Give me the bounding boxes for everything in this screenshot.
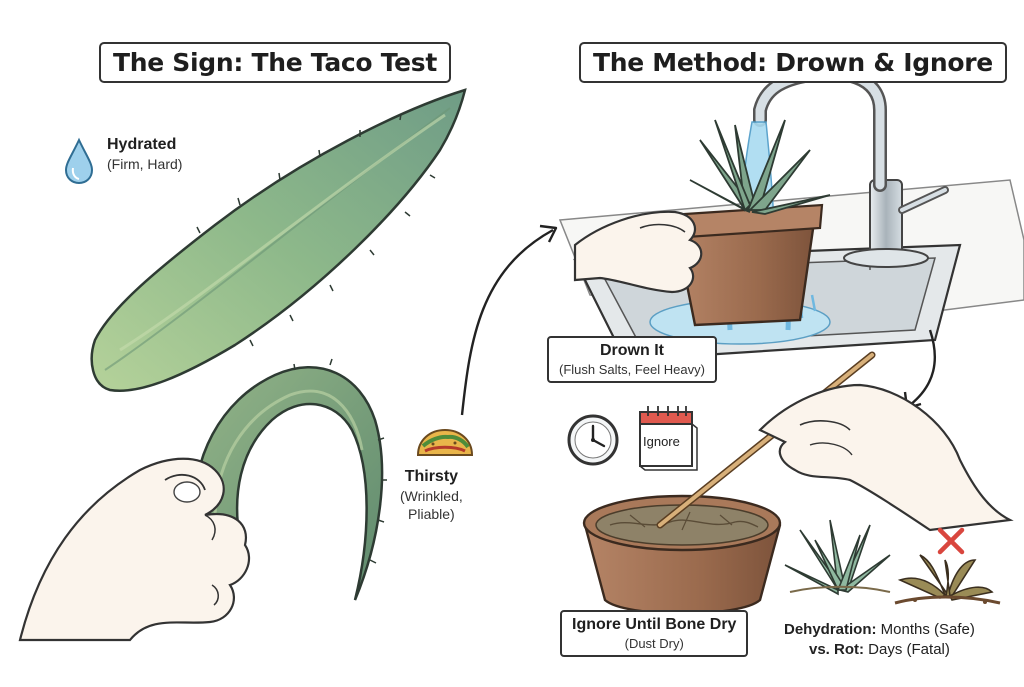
drown-label: Drown It (Flush Salts, Feel Heavy) <box>547 336 717 383</box>
ignore-title: Ignore Until Bone Dry <box>572 616 737 633</box>
right-panel-title: The Method: Drown & Ignore <box>579 42 1007 83</box>
chopstick <box>656 351 876 529</box>
ignore-label: Ignore Until Bone Dry (Dust Dry) <box>560 610 749 657</box>
calendar-label: Ignore <box>643 434 680 449</box>
red-x-icon <box>937 527 965 555</box>
hand-holding-pot <box>573 210 703 294</box>
thirsty-label: Thirsty (Wrinkled, Pliable) <box>400 468 463 522</box>
arrow-to-method <box>460 224 558 416</box>
calendar-icon <box>639 406 698 471</box>
comparison-text: Dehydration: Months (Safe) vs. Rot: Days… <box>784 620 975 660</box>
hydrated-detail: (Firm, Hard) <box>107 156 183 172</box>
left-panel-title: The Sign: The Taco Test <box>99 42 452 83</box>
hydrated-label: Hydrated (Firm, Hard) <box>107 136 182 172</box>
thirsty-title: Thirsty <box>404 468 459 485</box>
hydrated-leaf <box>90 88 467 392</box>
rot-value: Days (Fatal) <box>864 641 950 658</box>
comparison-line-1: Dehydration: Months (Safe) <box>784 620 975 640</box>
drown-detail: (Flush Salts, Feel Heavy) <box>559 362 705 377</box>
plant-pot-under-faucet <box>668 119 831 327</box>
water-drop-icon <box>64 137 94 185</box>
ignore-detail: (Dust Dry) <box>624 636 684 651</box>
thirsty-leaf <box>193 358 387 601</box>
dehydration-label: Dehydration: <box>784 621 877 638</box>
comparison-line-2: vs. Rot: Days (Fatal) <box>784 640 975 660</box>
hydrated-title: Hydrated <box>107 136 177 153</box>
clock-icon <box>567 414 619 466</box>
drown-title: Drown It <box>599 342 664 359</box>
soil-pot <box>582 494 782 615</box>
hand-with-chopstick <box>758 383 1014 532</box>
rot-label: vs. Rot: <box>809 641 865 658</box>
thirsty-detail-1: (Wrinkled, <box>400 488 463 504</box>
rotting-agave <box>894 554 1001 605</box>
hand-holding-leaf <box>18 457 251 642</box>
thirsty-detail-2: Pliable) <box>408 506 455 522</box>
healthy-agave <box>784 519 891 596</box>
taco-icon <box>416 428 474 456</box>
dehydration-value: Months (Safe) <box>876 621 975 638</box>
